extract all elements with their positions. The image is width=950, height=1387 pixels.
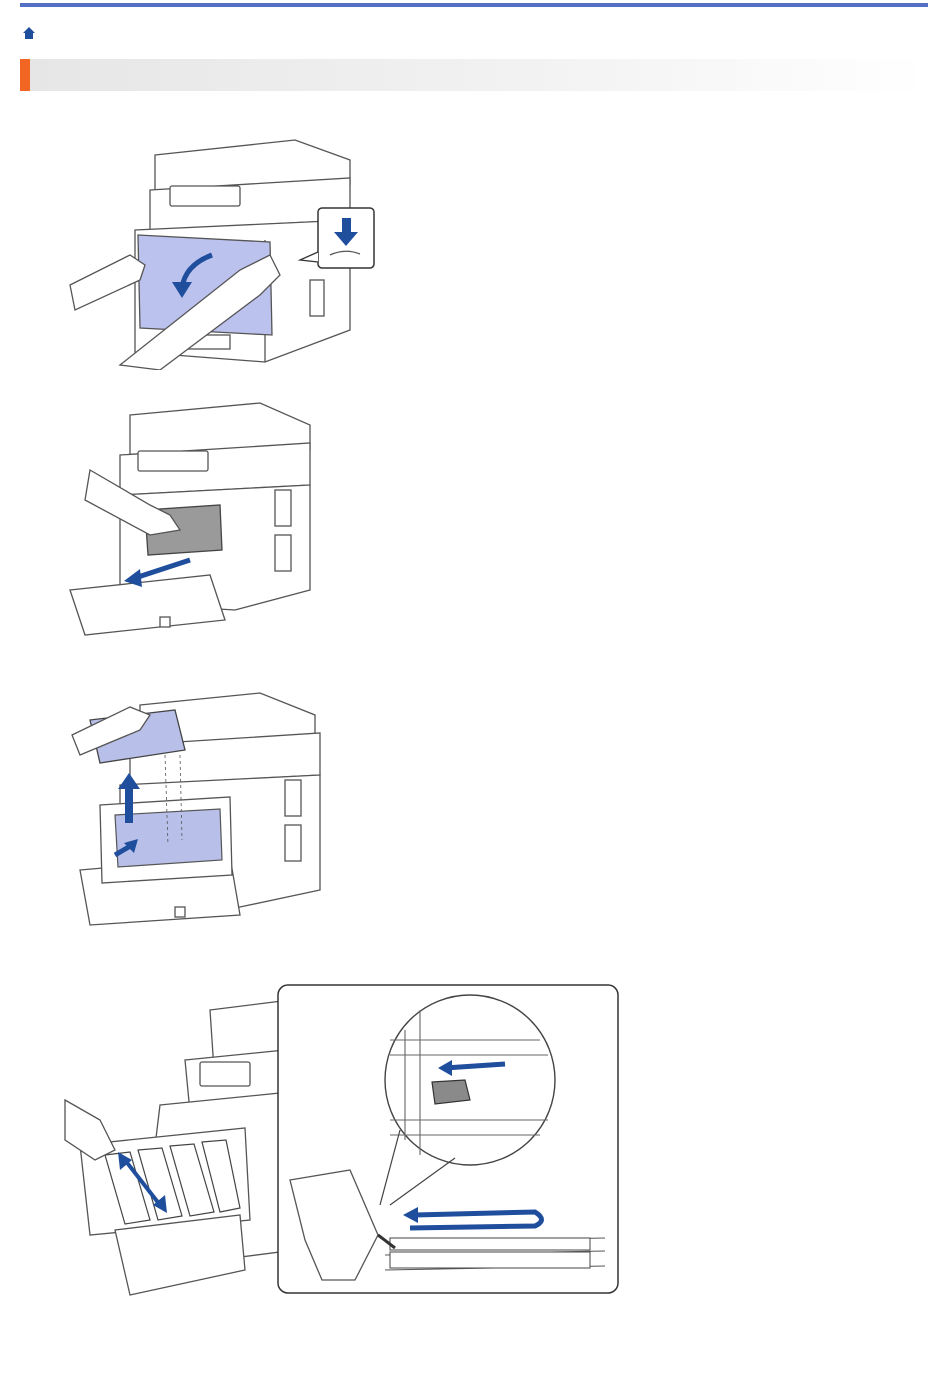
illustration-clean-corona-wire — [60, 980, 630, 1305]
arrow-down-icon — [342, 218, 351, 234]
magnifier-circle — [385, 995, 555, 1165]
illustration-remove-toner — [60, 685, 330, 930]
top-rule — [20, 3, 928, 7]
section-heading-bar — [20, 59, 928, 91]
illustration-pull-out-drum — [60, 395, 330, 645]
arrow-up-icon — [125, 785, 133, 823]
heading-accent — [20, 59, 30, 91]
illustration-open-front-cover — [60, 130, 380, 370]
home-icon[interactable] — [22, 26, 36, 40]
